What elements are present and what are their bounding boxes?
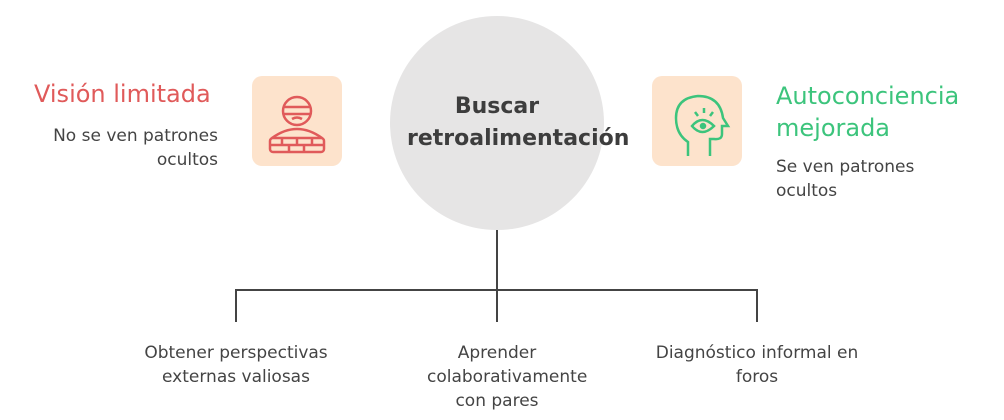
head-eye-icon (652, 76, 742, 166)
masked-thief-icon (252, 76, 342, 166)
right-desc: Se ven patrones ocultos (776, 157, 915, 201)
right-title: Autoconciencia mejorada (776, 82, 960, 142)
branch-2: Aprender colaborativamente con pares (427, 343, 588, 411)
left-desc: No se ven patrones ocultos (53, 126, 218, 170)
branch-3: Diagnóstico informal en foros (655, 343, 859, 387)
left-title: Visión limitada (34, 80, 211, 108)
central-node: Buscar retroalimentación (390, 16, 630, 230)
central-title: Buscar retroalimentación (407, 94, 630, 151)
branch-1: Obtener perspectivas externas valiosas (144, 343, 328, 387)
